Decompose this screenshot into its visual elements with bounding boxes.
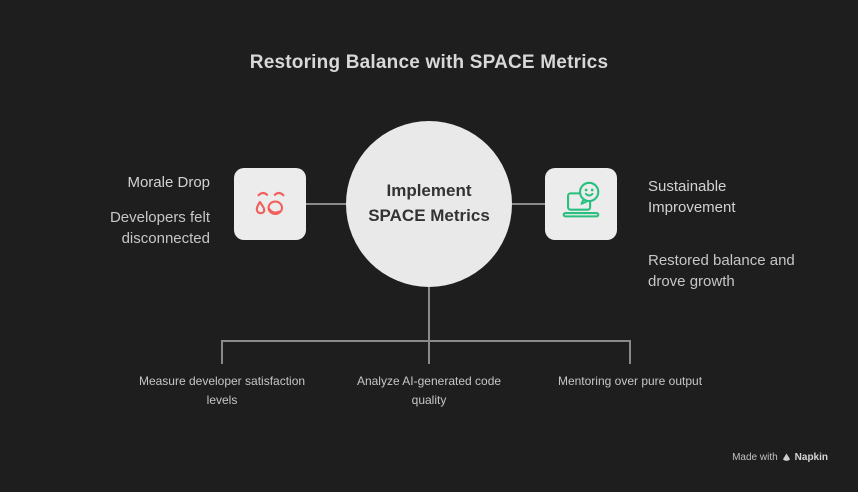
bottom-item-analyze-code-quality: Analyze AI-generated code quality — [356, 374, 502, 407]
watermark: Made with Napkin — [732, 452, 828, 463]
watermark-prefix: Made with — [732, 452, 778, 463]
connector-stem-3 — [629, 340, 631, 364]
sustainable-improvement-icon-card — [545, 168, 617, 240]
sustainable-improvement-heading: Sustainable Improvement — [648, 178, 736, 216]
morale-drop-heading: Morale Drop — [127, 174, 210, 191]
sustainable-improvement-body: Restored balance and drove growth — [648, 252, 795, 290]
connector-bottom-horizontal — [221, 340, 630, 342]
connector-left-to-circle — [306, 203, 346, 205]
pen-nib-icon — [782, 453, 791, 463]
sustainable-improvement-text-block: Sustainable Improvement Restored balance… — [648, 176, 813, 292]
watermark-brand: Napkin — [794, 452, 828, 463]
connector-stem-2 — [428, 340, 430, 364]
central-node: Implement SPACE Metrics — [346, 121, 512, 287]
morale-drop-text-block: Morale Drop Developers felt disconnected — [30, 172, 210, 249]
diagram-title: Restoring Balance with SPACE Metrics — [249, 52, 609, 73]
central-node-line1: Implement — [386, 181, 472, 201]
bottom-item-measure-satisfaction: Measure developer satisfaction levels — [138, 374, 306, 407]
distressed-face-icon — [247, 179, 293, 230]
connector-circle-down — [428, 287, 430, 340]
central-node-line2: SPACE Metrics — [368, 206, 490, 225]
connector-circle-to-right — [512, 203, 545, 205]
morale-drop-body: Developers felt disconnected — [109, 209, 210, 247]
bottom-item-mentoring-over-output: Mentoring over pure output — [557, 374, 703, 388]
laptop-chat-smile-icon — [558, 179, 604, 230]
connector-stem-1 — [221, 340, 223, 364]
morale-drop-icon-card — [234, 168, 306, 240]
central-node-label: Implement SPACE Metrics — [368, 179, 490, 228]
